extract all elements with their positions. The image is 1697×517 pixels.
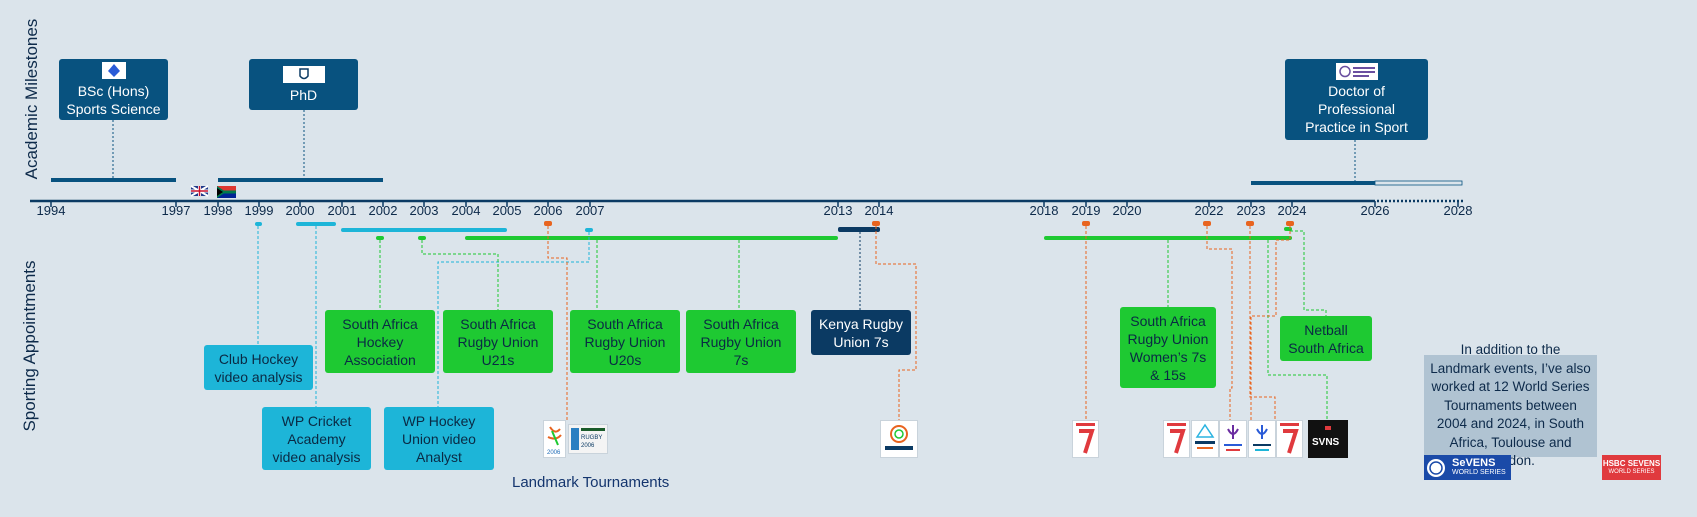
- sa-hockey-box: South Africa Hockey Association: [325, 310, 435, 373]
- sevens-brand-text: SeVENS: [1452, 456, 1496, 469]
- year-label: 2020: [1112, 203, 1142, 218]
- irb-u21-2006-logo: RUGBY 2006: [568, 424, 608, 454]
- dpp-milestone-box: Doctor of Professional Practice in Sport: [1285, 59, 1428, 140]
- svg-text:2006: 2006: [581, 443, 595, 449]
- year-label: 2005: [492, 203, 522, 218]
- sa-u20-bar: [585, 228, 593, 232]
- year-label: 2014: [864, 203, 894, 218]
- bsc-duration-bar: [51, 178, 176, 182]
- sa-women-box: South Africa Rugby Union Women’s 7s & 15…: [1120, 307, 1216, 388]
- sa-u21-bar: [418, 236, 426, 240]
- hsbc-sevens-text: HSBC SEVENS: [1602, 458, 1661, 468]
- wp-hockey-box: WP Hockey Union video Analyst: [384, 407, 494, 470]
- year-label: 2001: [327, 203, 357, 218]
- south-africa-flag-icon: [217, 186, 236, 198]
- year-label: 2007: [575, 203, 605, 218]
- bsc-label: BSc (Hons) Sports Science: [66, 82, 161, 117]
- sa-7s-box: South Africa Rugby Union 7s: [686, 310, 796, 373]
- landmark-marker-2022: [1203, 221, 1211, 226]
- year-label: 2018: [1029, 203, 1059, 218]
- landmark-caption: Landmark Tournaments: [512, 474, 670, 491]
- world-cup-sevens-logo: [1248, 420, 1276, 458]
- wp-cricket-box: WP Cricket Academy video analysis: [262, 407, 371, 470]
- rugby-world-cup-sevens-logo: [1219, 420, 1247, 458]
- netball-bar: [1284, 227, 1292, 231]
- year-label: 2002: [368, 203, 398, 218]
- svg-text:2006: 2006: [547, 450, 561, 456]
- phd-label: PhD: [289, 86, 318, 103]
- year-label: 2023: [1236, 203, 1266, 218]
- wp-cricket-bar: [296, 222, 336, 226]
- world-series-text: WORLD SERIES: [1452, 468, 1506, 476]
- phd-duration-bar: [218, 178, 383, 182]
- year-label: 2022: [1194, 203, 1224, 218]
- leeds-beckett-logo: [1335, 63, 1378, 80]
- world-series-subtext: WORLD SERIES: [1608, 468, 1655, 475]
- year-label: 2004: [451, 203, 481, 218]
- year-label: 2028: [1443, 203, 1473, 218]
- year-label: 2013: [823, 203, 853, 218]
- club-hockey-bar: [255, 222, 262, 226]
- landmark-marker-2014: [872, 221, 880, 226]
- year-label: 1997: [161, 203, 191, 218]
- bsc-milestone-box: BSc (Hons) Sports Science: [59, 59, 168, 120]
- kenya-bar: [838, 227, 880, 232]
- hsbc-sevens-logo: [1163, 420, 1190, 458]
- year-label: 2026: [1360, 203, 1390, 218]
- year-label: 2019: [1071, 203, 1101, 218]
- netball-box: Netball South Africa: [1280, 316, 1372, 361]
- world-series-logo-right: HSBC SEVENS WORLD SERIES: [1602, 455, 1661, 480]
- year-label: 2003: [409, 203, 439, 218]
- year-label: 2000: [285, 203, 315, 218]
- hsbc-svns-logo: SVNS: [1308, 420, 1348, 458]
- dpp-label: Doctor of Professional Practice in Sport: [1305, 83, 1408, 135]
- dpp-duration-bar: [1251, 181, 1375, 185]
- university-shield-icon: [282, 65, 325, 83]
- year-label: 1999: [244, 203, 274, 218]
- year-label: 2024: [1277, 203, 1307, 218]
- irb-globe-icon: [1427, 458, 1445, 477]
- university-crest-icon: [101, 61, 126, 79]
- svg-text:SVNS: SVNS: [1312, 437, 1340, 448]
- sa-women-bar: [1044, 236, 1292, 240]
- melbourne-2006-logo: 2006: [543, 420, 566, 458]
- sa-u20-box: South Africa Rugby Union U20s: [570, 310, 680, 373]
- landmark-marker-2023: [1246, 221, 1254, 226]
- landmark-marker-2019: [1082, 221, 1090, 226]
- landmark-marker-2024: [1286, 221, 1294, 226]
- dpp-future-bar: [1374, 180, 1463, 186]
- uk-flag-icon: [190, 185, 209, 197]
- sa-hockey-bar: [376, 236, 384, 240]
- sa-7s-bar: [465, 236, 838, 240]
- club-hockey-box: Club Hockey video analysis: [204, 345, 313, 390]
- hsbc-sevens-logo: [1072, 420, 1099, 458]
- kenya-box: Kenya Rugby Union 7s: [811, 310, 911, 355]
- wp-hockey-bar: [341, 228, 507, 232]
- glasgow-2014-logo: [880, 420, 918, 458]
- world-series-note: In addition to the Landmark events, I’ve…: [1424, 342, 1597, 468]
- svg-text:RUGBY: RUGBY: [581, 435, 602, 441]
- birmingham-2022-logo: [1191, 420, 1219, 458]
- phd-milestone-box: PhD: [249, 59, 358, 110]
- landmark-marker-2006: [544, 221, 552, 226]
- year-label: 1998: [203, 203, 233, 218]
- world-series-logo-left: SeVENS WORLD SERIES: [1424, 455, 1511, 480]
- year-label: 2006: [533, 203, 563, 218]
- hsbc-sevens-logo: [1276, 420, 1303, 458]
- year-label: 1994: [36, 203, 66, 218]
- sa-u21-box: South Africa Rugby Union U21s: [443, 310, 553, 373]
